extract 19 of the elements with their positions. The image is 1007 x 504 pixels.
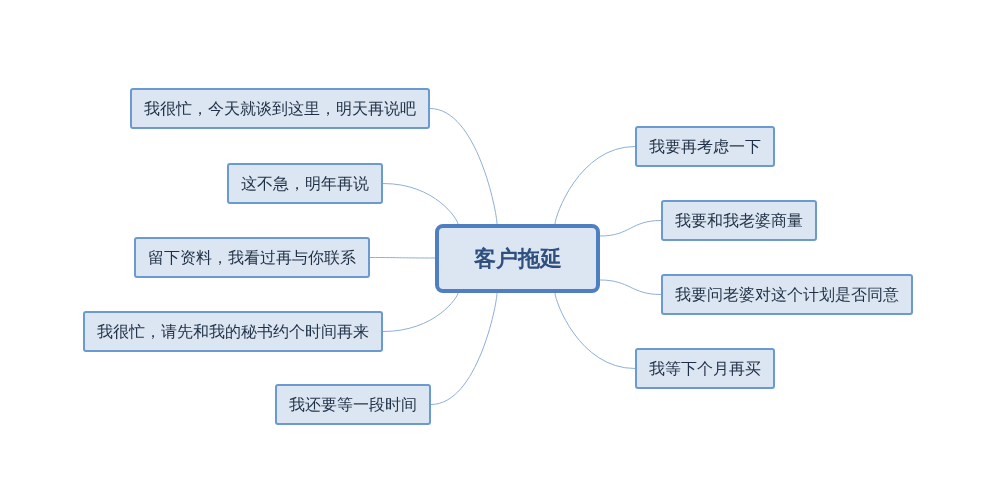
subtopic-box: 我要问老婆对这个计划是否同意 (661, 274, 913, 315)
connector-line (554, 292, 636, 369)
connector-line (430, 292, 498, 405)
subtopic-box: 我很忙，今天就谈到这里，明天再说吧 (130, 88, 430, 129)
connector-line (429, 108, 498, 225)
connector-line (599, 220, 662, 237)
subtopic-box: 我要和我老婆商量 (661, 200, 817, 241)
subtopic-box: 留下资料，我看过再与你联系 (134, 237, 370, 278)
subtopic-box: 我很忙，请先和我的秘书约个时间再来 (83, 311, 383, 352)
subtopic-box: 我要再考虑一下 (635, 126, 775, 167)
subtopic-box: 我还要等一段时间 (275, 384, 431, 425)
connector-line (599, 279, 662, 295)
central-topic-box: 客户拖延 (435, 224, 600, 293)
connector-line (369, 257, 436, 259)
subtopic-box: 我等下个月再买 (635, 348, 775, 389)
connector-line (554, 146, 636, 225)
subtopic-box: 这不急，明年再说 (227, 163, 383, 204)
connector-line (382, 183, 459, 225)
connector-line (382, 292, 459, 332)
